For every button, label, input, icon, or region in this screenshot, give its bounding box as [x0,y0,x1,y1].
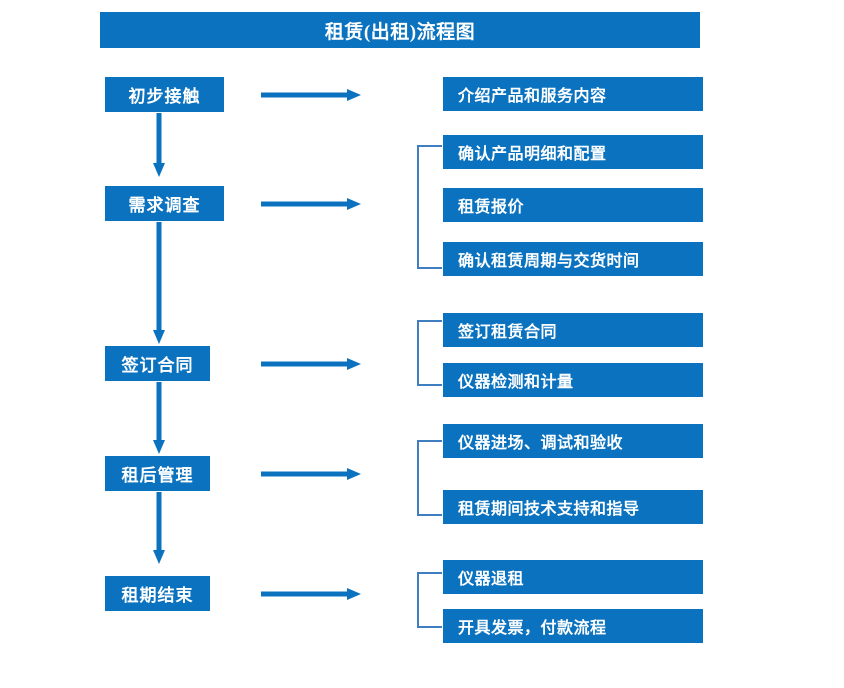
stage-box-3[interactable]: 签订合同 [105,346,210,381]
detail-box-2-3[interactable]: 确认租赁周期与交货时间 [443,242,703,276]
stage-box-2[interactable]: 需求调查 [105,186,224,221]
stage-box-4[interactable]: 租后管理 [105,456,210,491]
arrow-down-3 [152,382,166,454]
stage-box-1[interactable]: 初步接触 [105,77,224,112]
detail-box-4-1[interactable]: 仪器进场、调试和验收 [443,424,703,458]
arrow-down-2 [152,222,166,344]
detail-box-5-1[interactable]: 仪器退租 [443,560,703,594]
bracket-group-4 [416,440,442,516]
arrow-right-5 [261,587,361,601]
detail-box-2-2[interactable]: 租赁报价 [443,188,703,222]
detail-box-4-2[interactable]: 租赁期间技术支持和指导 [443,490,703,524]
bracket-group-5 [416,572,442,628]
arrow-right-4 [261,467,361,481]
chart-title: 租赁(出租)流程图 [100,12,700,48]
detail-box-1-1[interactable]: 介绍产品和服务内容 [443,77,703,111]
arrow-right-1 [261,88,361,102]
arrow-right-3 [261,357,361,371]
bracket-group-3 [416,320,442,386]
detail-box-3-2[interactable]: 仪器检测和计量 [443,363,703,397]
arrow-down-4 [152,492,166,564]
detail-box-2-1[interactable]: 确认产品明细和配置 [443,135,703,169]
stage-box-5[interactable]: 租期结束 [105,576,210,611]
arrow-right-2 [261,197,361,211]
bracket-group-2 [416,145,442,269]
detail-box-3-1[interactable]: 签订租赁合同 [443,313,703,347]
detail-box-5-2[interactable]: 开具发票，付款流程 [443,609,703,643]
arrow-down-1 [152,113,166,177]
